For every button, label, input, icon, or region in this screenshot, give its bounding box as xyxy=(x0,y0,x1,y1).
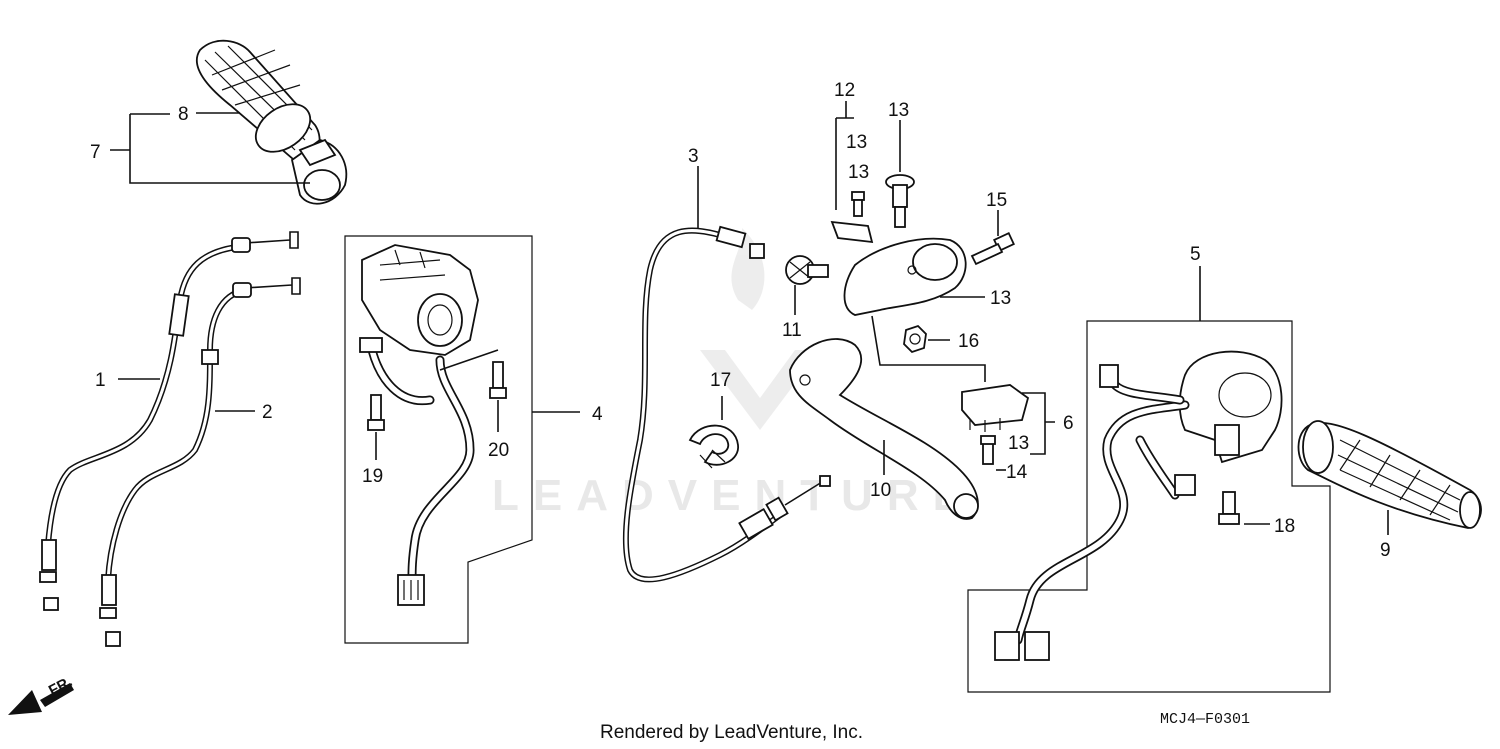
leader-12 xyxy=(835,101,854,210)
throttle-cable-2 xyxy=(99,277,301,647)
callout-9: 9 xyxy=(1380,540,1391,561)
screw-17 xyxy=(970,231,1015,266)
clutch-lever-10 xyxy=(789,338,979,520)
callout-18: 16 xyxy=(958,331,979,352)
throttle-cable-1 xyxy=(39,231,299,611)
callout-21: 19 xyxy=(362,466,383,487)
screw-22 xyxy=(489,361,507,399)
callout-1: 1 xyxy=(95,370,106,391)
clamp-19 xyxy=(688,424,739,469)
leader-7 xyxy=(110,113,310,184)
callout-13-top: 13 xyxy=(846,132,867,153)
callout-6: 6 xyxy=(1063,413,1074,434)
callout-7: 7 xyxy=(90,142,101,163)
callout-22: 20 xyxy=(488,440,509,461)
pivot-bolt-14 xyxy=(885,174,915,228)
diagram-code: MCJ4—F0301 xyxy=(1160,711,1250,728)
throttle-grip-7 xyxy=(195,39,348,205)
footer-credit: Rendered by LeadVenture, Inc. xyxy=(600,722,863,743)
clutch-cable-3 xyxy=(622,225,831,583)
frame-5 xyxy=(967,320,1331,693)
left-switch-4 xyxy=(359,244,479,606)
callout-4: 4 xyxy=(592,404,603,425)
watermark-text: LEADVENTURE xyxy=(492,471,976,520)
front-arrow-icon: FR. xyxy=(8,673,75,715)
callout-13-low: 13 xyxy=(1008,433,1029,454)
callout-11: 11 xyxy=(782,320,802,341)
callout-8: 8 xyxy=(178,104,189,125)
callout-12: 12 xyxy=(834,80,855,101)
callout-3: 3 xyxy=(688,146,699,167)
screw-15 xyxy=(851,191,865,217)
callout-16: 14 xyxy=(1006,462,1028,483)
clutch-switch-6 xyxy=(961,384,1030,432)
lever-bracket-13 xyxy=(843,237,967,316)
leader-22 xyxy=(439,349,499,432)
right-grip-9 xyxy=(1297,420,1482,529)
callout-2: 2 xyxy=(262,402,273,423)
screw-21 xyxy=(367,394,385,431)
screw-16 xyxy=(980,435,996,465)
callout-5: 5 xyxy=(1190,244,1201,265)
nut-18 xyxy=(903,324,927,354)
screw-20 xyxy=(1218,491,1240,525)
frame-4 xyxy=(344,235,533,644)
callout-17: 15 xyxy=(986,190,1007,211)
callout-10: 10 xyxy=(870,480,891,501)
callout-15: 13 xyxy=(848,162,869,183)
callout-14: 13 xyxy=(888,100,909,121)
right-switch-5 xyxy=(994,350,1283,661)
callout-13-mid: 13 xyxy=(990,288,1011,309)
leader-6 xyxy=(1022,392,1055,455)
switch-plate-12 xyxy=(830,220,874,244)
leader-6-link xyxy=(871,315,986,382)
adjuster-11 xyxy=(785,255,829,285)
callout-20: 18 xyxy=(1274,516,1295,537)
callout-19: 17 xyxy=(710,370,731,391)
